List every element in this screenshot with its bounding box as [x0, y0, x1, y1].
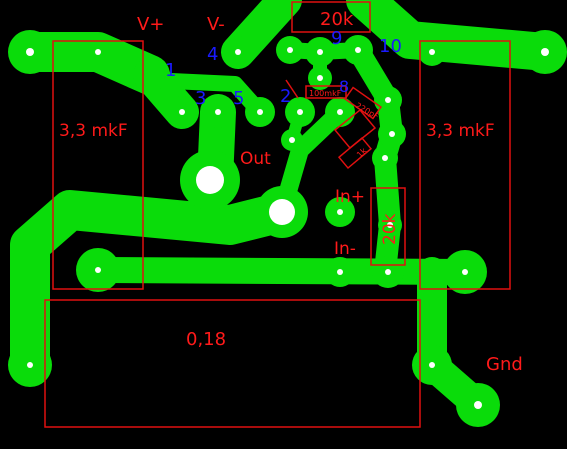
- hole: [297, 109, 303, 115]
- hole: [269, 199, 295, 225]
- hole: [179, 109, 185, 115]
- hole: [317, 49, 323, 55]
- label-in-minus: In-: [334, 239, 356, 259]
- pin-number-8: 8: [339, 77, 349, 96]
- label-v-plus: V+: [137, 14, 164, 35]
- pin-number-3: 3: [195, 88, 206, 109]
- label-v-minus: V-: [207, 14, 225, 35]
- outline-cap-small-1: [305, 85, 347, 99]
- pin-numbers: 1 2 3 4 5 8 9 10: [165, 28, 402, 109]
- outline-cap-small-5: [285, 79, 299, 99]
- label-r-top: 20k: [320, 9, 354, 30]
- hole: [317, 75, 323, 81]
- hole: [385, 269, 391, 275]
- label-cap-small-3: 1k: [355, 146, 368, 159]
- outline-cap-right: [419, 40, 511, 290]
- label-out: Out: [240, 149, 271, 169]
- hole: [474, 401, 482, 409]
- hole: [387, 222, 393, 228]
- hole: [257, 109, 263, 115]
- hole: [429, 362, 435, 368]
- trace-left-loop: [10, 190, 302, 385]
- hole: [337, 109, 343, 115]
- label-in-plus: In+: [335, 187, 365, 207]
- silkscreen-labels: V+ V- 20k 3,3 mkF 3,3 mkF Out In+ In- 20…: [59, 9, 523, 375]
- trace-bottom-rail: [85, 257, 478, 285]
- hole: [27, 362, 33, 368]
- hole: [541, 48, 549, 56]
- outline-r-top: [291, 1, 371, 33]
- hole: [287, 47, 293, 53]
- pin-number-1: 1: [165, 60, 176, 81]
- outline-cap-small-2: [344, 86, 382, 120]
- hole: [382, 155, 388, 161]
- hole: [95, 267, 101, 273]
- hole: [235, 49, 241, 55]
- trace-top-right: [346, 0, 564, 71]
- label-gnd: Gnd: [486, 354, 523, 375]
- hole: [462, 269, 468, 275]
- hole: [385, 97, 391, 103]
- label-cap-right: 3,3 mkF: [426, 121, 495, 141]
- pin-number-2: 2: [280, 86, 291, 107]
- silkscreen-outlines: [44, 1, 511, 428]
- hole: [289, 137, 295, 143]
- hole: [95, 49, 101, 55]
- outline-r-big: [44, 299, 421, 428]
- label-r-big: 0,18: [186, 329, 226, 350]
- hole: [389, 131, 395, 137]
- pin-number-4: 4: [207, 44, 218, 65]
- hole: [215, 109, 221, 115]
- hole: [196, 166, 224, 194]
- hole: [337, 209, 343, 215]
- pin-number-9: 9: [331, 28, 342, 49]
- outline-r-right: [370, 187, 406, 266]
- pin-number-10: 10: [379, 36, 402, 57]
- label-cap-left: 3,3 mkF: [59, 121, 128, 141]
- drill-holes: [26, 47, 549, 409]
- outline-cap-left: [52, 40, 144, 290]
- outline-cap-small-4: [333, 108, 377, 150]
- hole: [429, 49, 435, 55]
- hole: [355, 47, 361, 53]
- hole: [26, 48, 34, 56]
- pin-number-5: 5: [233, 88, 244, 109]
- hole: [337, 269, 343, 275]
- label-r-right: 20k: [380, 213, 400, 245]
- label-cap-small-1: 100mkF: [309, 89, 342, 98]
